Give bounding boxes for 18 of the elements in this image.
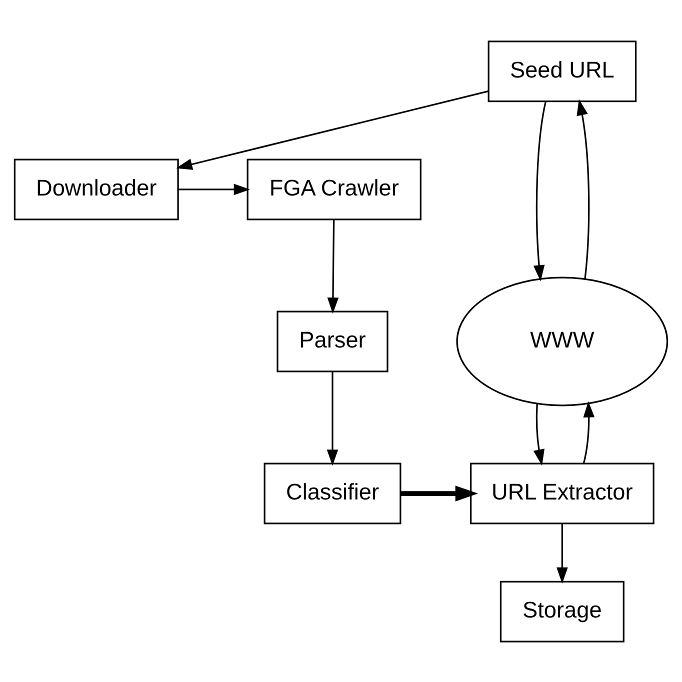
arrow: [176, 90, 489, 170]
node-box: Downloader: [14, 158, 179, 220]
node-box: Seed URL: [488, 40, 637, 102]
arrow: [178, 183, 250, 195]
arrow: [327, 219, 339, 314]
node-box: Storage: [500, 580, 624, 642]
arrow: [533, 403, 545, 466]
arrow: [556, 523, 568, 584]
node-box: Parser: [276, 310, 388, 372]
arrow: [582, 400, 595, 463]
node-box: URL Extractor: [470, 462, 654, 524]
arrow: [533, 100, 546, 281]
node-box: Classifier: [264, 462, 402, 524]
arrow: [400, 485, 478, 501]
node-ellipse: WWW: [456, 276, 668, 406]
arrow: [576, 98, 590, 279]
node-box: FGA Crawler: [246, 158, 422, 220]
arrow: [326, 371, 338, 466]
